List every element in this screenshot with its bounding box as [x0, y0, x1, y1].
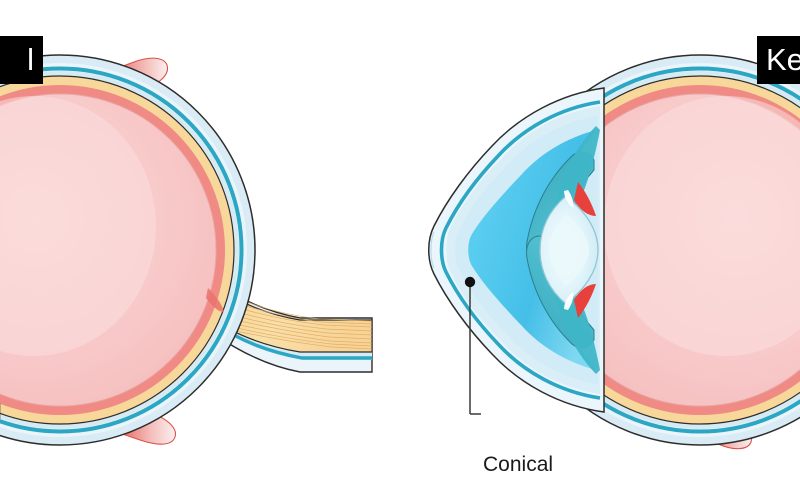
right-lens-nucleus [549, 214, 589, 286]
right-lens-highlight-top [564, 190, 574, 208]
right-cone-apex-crease [430, 231, 435, 269]
left-vitreous-highlight [0, 96, 156, 356]
right-eye-group [380, 54, 800, 450]
callout-anchor-dot [464, 276, 476, 288]
right-panel-title-box: Ke [757, 36, 800, 84]
conical-cornea-callout-leader [464, 276, 481, 415]
left-eye-group [0, 54, 373, 446]
right-lens-highlight-bottom [564, 292, 574, 310]
conical-cornea-label: Conical cornea [483, 402, 553, 498]
left-panel-title-text: l [27, 42, 34, 77]
right-ciliary-body-lower [574, 284, 596, 318]
right-ciliary-body-upper [574, 182, 596, 216]
left-panel-title-box: l [0, 36, 43, 84]
left-eye-cropped-label: l [0, 400, 7, 425]
right-panel-title-text: Ke [766, 42, 800, 77]
conical-cornea-label-line1: Conical [483, 453, 554, 476]
left-optic-disc [206, 288, 224, 312]
right-cone-teal-line [439, 100, 601, 400]
left-sclera-teal-line [0, 66, 244, 434]
right-vitreous-highlight [604, 96, 800, 356]
